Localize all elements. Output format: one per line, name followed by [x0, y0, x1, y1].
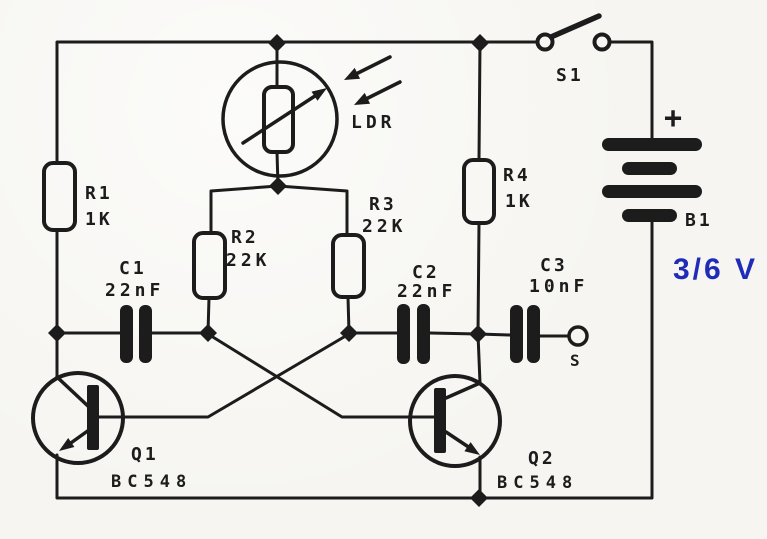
bottom-rail-and-right-rail — [55, 220, 654, 500]
c2-value-label: 22nF — [397, 281, 456, 302]
c2-ref-label: C2 — [412, 262, 440, 283]
junction-dot — [269, 177, 287, 195]
q1-emitter-arrow — [59, 438, 75, 451]
branch-to-r2 — [209, 184, 280, 235]
switch-s1: S1 — [535, 13, 612, 86]
r3-value-label: 22K — [362, 216, 407, 237]
q1-base-bar — [87, 385, 99, 450]
ldr: LDR — [221, 55, 402, 178]
b1-ref-label: B1 — [685, 210, 713, 231]
c1-value-label: 22nF — [105, 280, 164, 301]
r4-ref-label: R4 — [503, 165, 531, 186]
c3-value-label: 10nF — [529, 276, 588, 297]
c2-plate-right — [417, 304, 430, 364]
r4-value-label: 1K — [505, 191, 533, 212]
resistor-r2: R2 22K — [192, 227, 271, 300]
top-rail-and-left-rail — [55, 40, 539, 165]
q2-part-label: BC548 — [497, 473, 578, 493]
q1-ref-label: Q1 — [131, 444, 159, 465]
r2-body — [192, 231, 227, 300]
battery-b1: + B1 3/6 V — [602, 101, 758, 286]
top-right-corner-wire — [608, 40, 654, 140]
junction-dot — [471, 34, 489, 52]
ldr-arrow-head — [311, 88, 327, 101]
r2-value-label: 22K — [226, 250, 271, 271]
junction-dot — [48, 324, 66, 342]
c1-plate-right — [139, 305, 152, 363]
c1-plate-left — [120, 305, 133, 363]
junction-dot — [340, 324, 358, 342]
capacitor-c3: C3 10nF — [510, 255, 588, 363]
transistor-q2: Q2 BC548 — [408, 374, 578, 493]
output-label: S — [570, 351, 580, 370]
q1-emitter-shaft — [66, 428, 91, 447]
r1-body — [42, 161, 77, 232]
light-ray-1-head — [344, 67, 361, 80]
q1-circle — [31, 371, 125, 465]
s1-blade — [548, 13, 602, 40]
light-ray-2-shaft — [360, 80, 402, 103]
s1-terminal-left — [535, 32, 555, 52]
c3-plate-left — [510, 305, 523, 363]
s1-label: S1 — [556, 65, 584, 86]
r4-bottom-lead — [476, 221, 481, 336]
transistor-q1: Q1 BC548 — [31, 371, 192, 492]
light-ray-2-head — [354, 92, 371, 105]
q2-circle — [408, 374, 502, 468]
r4-top-lead — [477, 40, 482, 162]
capacitor-c2: C2 22nF — [397, 262, 456, 364]
c3-ref-label: C3 — [540, 255, 568, 276]
c3-plate-right — [527, 305, 540, 363]
output-terminal-circle — [567, 325, 589, 347]
b1-plate-long-1 — [602, 138, 702, 151]
resistor-r4: R4 1K — [462, 158, 533, 225]
branch-to-r3 — [276, 184, 349, 237]
ldr-body — [262, 85, 295, 154]
resistor-r1: R1 1K — [42, 161, 113, 232]
r4-body — [462, 158, 496, 225]
ldr-arrow-shaft — [241, 92, 320, 145]
junction-dot — [469, 325, 487, 343]
light-ray-1-shaft — [350, 55, 392, 78]
c1-ref-label: C1 — [119, 258, 147, 279]
q2-emitter-shaft — [444, 430, 472, 450]
resistor-r3: R3 22K — [331, 194, 407, 299]
junction-dots — [48, 34, 489, 507]
q1-collector — [55, 375, 91, 409]
b1-polarity-label: + — [664, 101, 682, 136]
q2-emitter-arrow — [464, 442, 480, 455]
c2-plate-left — [397, 304, 410, 364]
q2-base-bar — [434, 388, 446, 453]
ldr-label: LDR — [351, 112, 396, 133]
q2-collector — [444, 381, 482, 400]
junction-dot — [470, 489, 488, 507]
capacitor-c1: C1 22nF — [105, 258, 164, 363]
output-terminal-s: S — [567, 325, 589, 370]
r3-ref-label: R3 — [369, 194, 397, 215]
junction-dot — [199, 324, 217, 342]
b1-plate-short-2 — [622, 209, 677, 222]
junction-dot — [268, 34, 286, 52]
r1-value-label: 1K — [85, 209, 113, 230]
b1-plate-short-1 — [622, 162, 677, 175]
r3-body — [331, 233, 366, 299]
q1-part-label: BC548 — [111, 472, 192, 492]
s1-terminal-right — [592, 32, 612, 52]
ldr-circle — [221, 60, 339, 178]
b1-voltage-label: 3/6 V — [673, 253, 758, 286]
r2-ref-label: R2 — [231, 227, 259, 248]
b1-plate-long-2 — [602, 185, 702, 198]
cross-couple-to-q2-base — [206, 332, 436, 419]
cross-couple-to-q1-base — [97, 332, 351, 419]
q2-ref-label: Q2 — [528, 448, 556, 469]
r1-ref-label: R1 — [85, 183, 113, 204]
